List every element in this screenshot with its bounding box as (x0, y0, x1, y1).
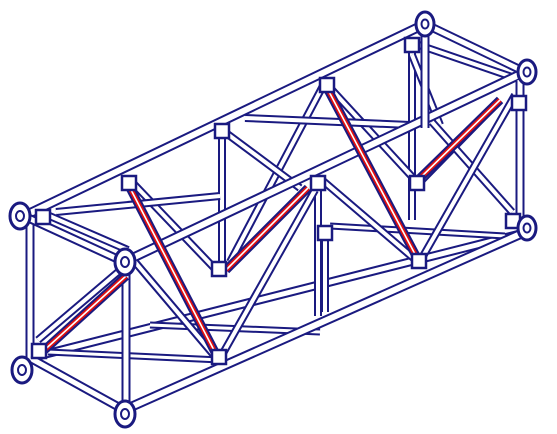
flange-top-right-front (516, 58, 538, 86)
chord-top-front (119, 67, 530, 267)
diagonal-back-3 (329, 87, 418, 183)
highlighted-brace-4 (322, 83, 420, 259)
flange-top-left (8, 201, 32, 231)
brace-bottom-1 (47, 348, 221, 364)
joint-plates (30, 36, 528, 366)
top-end-strut-right (423, 19, 527, 77)
diagonal-front-1 (131, 259, 222, 363)
brace-bottom-3 (329, 222, 506, 240)
highlighted-brace-5 (412, 96, 504, 186)
top-strut-1 (43, 210, 130, 254)
top-strut-4 (244, 114, 411, 129)
joint-plate (316, 224, 334, 242)
joint-plate (210, 260, 228, 278)
top-chords (19, 19, 530, 267)
chord-bottom-back (25, 229, 525, 363)
diagonal-back-1 (127, 177, 221, 275)
front-members (22, 19, 530, 415)
joint-plate (120, 174, 138, 192)
highlighted-brace-3 (222, 184, 312, 274)
end-flanges (8, 10, 538, 429)
joint-plate (30, 342, 48, 360)
joint-plate (318, 76, 336, 94)
diagonal-front-4 (418, 93, 519, 260)
highlighted-braces (36, 83, 504, 361)
end-diagonal-left (35, 268, 121, 344)
joint-plate (309, 174, 327, 192)
highlighted-brace-1 (124, 181, 222, 361)
flange-top-front-left (113, 247, 137, 277)
flange-bottom-right (516, 214, 538, 242)
highlighted-brace-2 (36, 272, 130, 358)
joint-plate (403, 36, 421, 54)
diagonal-front-2 (218, 188, 319, 357)
joint-plate (410, 252, 428, 270)
bottom-end-strut-left (27, 354, 127, 414)
joint-plate (213, 122, 231, 140)
joint-plate (210, 348, 228, 366)
top-strut-3 (219, 126, 303, 192)
flange-bottom-front-left (113, 399, 137, 429)
flange-top-right-back (414, 10, 436, 38)
diagonal-front-3 (319, 176, 421, 266)
chord-top-back (19, 19, 430, 221)
joint-plate (510, 94, 528, 112)
chord-bottom-front (119, 227, 530, 415)
joint-plate (34, 208, 52, 226)
joint-plate (408, 174, 426, 192)
flange-bottom-left (10, 355, 34, 385)
